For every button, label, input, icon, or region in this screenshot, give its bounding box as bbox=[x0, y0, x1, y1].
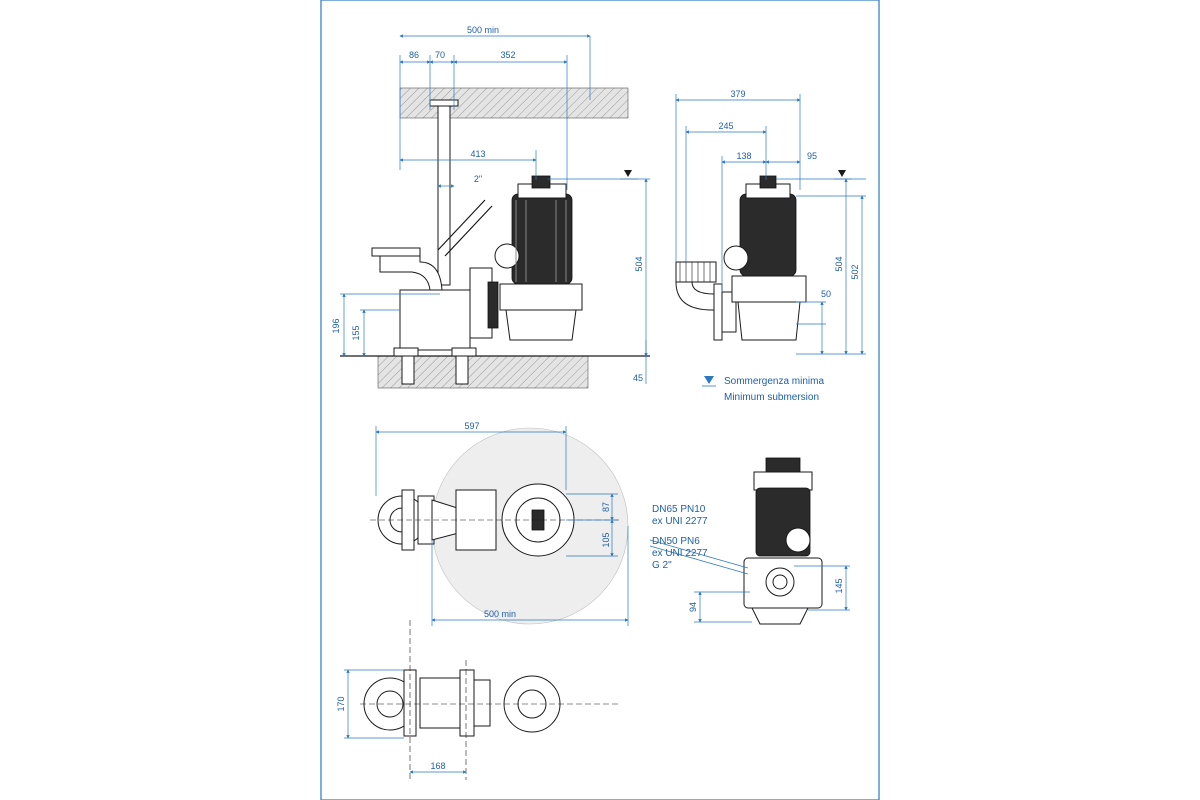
dim-155: 155 bbox=[351, 325, 361, 340]
dim-597: 597 bbox=[464, 421, 479, 431]
dn50-label-3: G 2" bbox=[652, 560, 672, 571]
dim-504-left: 504 bbox=[634, 256, 644, 271]
bottom-plan-view: 170 168 bbox=[336, 620, 620, 780]
dim-105: 105 bbox=[601, 532, 611, 547]
pump-side-view: DN65 PN10 ex UNI 2277 DN50 PN6 ex UNI 22… bbox=[649, 457, 850, 625]
legend-line-2: Minimum submersion bbox=[724, 392, 819, 403]
sheet-frame bbox=[320, 0, 880, 800]
legend-line-1: Sommergenza minima bbox=[724, 376, 824, 387]
dim-145: 145 bbox=[834, 578, 844, 593]
dim-170: 170 bbox=[336, 696, 346, 711]
dim-500min-bottom: 500 min bbox=[484, 609, 516, 619]
dim-138: 138 bbox=[736, 151, 751, 161]
pump-body-left bbox=[494, 175, 583, 341]
submersion-legend: Sommergenza minima Minimum submersion bbox=[702, 376, 824, 403]
guide-pipe bbox=[437, 99, 451, 286]
dim-502: 502 bbox=[850, 264, 860, 279]
dim-86: 86 bbox=[409, 50, 419, 60]
dn65-label-1: DN65 PN10 bbox=[652, 504, 706, 515]
dim-352: 352 bbox=[500, 50, 515, 60]
dn65-label-2: ex UNI 2277 bbox=[652, 516, 708, 527]
dim-2in: 2" bbox=[474, 174, 482, 184]
dim-504-right: 504 bbox=[834, 256, 844, 271]
dim-196: 196 bbox=[331, 318, 341, 333]
dim-95: 95 bbox=[807, 151, 817, 161]
discharge-elbow bbox=[379, 251, 443, 291]
dim-87: 87 bbox=[601, 502, 611, 512]
pump-body-right bbox=[723, 175, 807, 341]
dim-413: 413 bbox=[470, 149, 485, 159]
base-bracket bbox=[399, 289, 471, 351]
technical-drawing: 500 min 86 70 352 413 2" 504 196 155 45 bbox=[320, 0, 880, 800]
plan-view: 597 87 105 500 min bbox=[370, 421, 629, 626]
dim-245: 245 bbox=[718, 121, 733, 131]
dim-379: 379 bbox=[730, 89, 745, 99]
dim-45: 45 bbox=[633, 373, 643, 383]
corrugated-hose bbox=[675, 261, 717, 283]
installation-view-left: 500 min 86 70 352 413 2" 504 196 155 45 bbox=[331, 25, 650, 389]
pump-elbow-view-right: 379 245 138 95 50 504 502 bbox=[675, 89, 866, 355]
drawing-sheet: 500 min 86 70 352 413 2" 504 196 155 45 bbox=[320, 0, 880, 800]
dim-168: 168 bbox=[430, 761, 445, 771]
submersion-icon bbox=[704, 376, 714, 384]
dn50-label-1: DN50 PN6 bbox=[652, 536, 700, 547]
dim-70: 70 bbox=[435, 50, 445, 60]
dim-50: 50 bbox=[821, 289, 831, 299]
dim-500min-top: 500 min bbox=[467, 25, 499, 35]
elbow-right bbox=[675, 281, 721, 311]
dn50-label-2: ex UNI 2277 bbox=[652, 548, 708, 559]
dim-94: 94 bbox=[688, 602, 698, 612]
